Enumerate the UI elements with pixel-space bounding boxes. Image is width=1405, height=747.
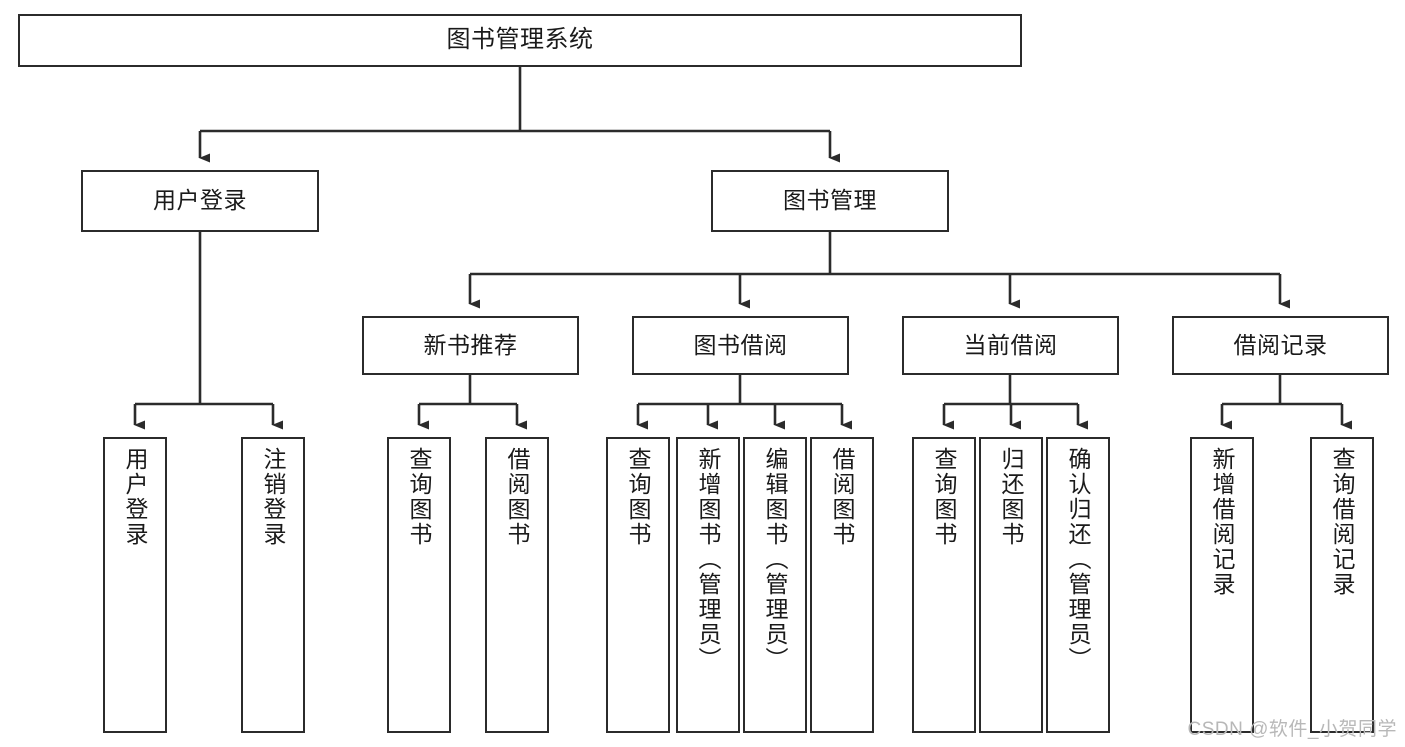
node-label: 新增借阅记录: [1209, 447, 1236, 597]
node-label: 用户登录: [122, 447, 149, 547]
leaf-query-book-borrow[interactable]: 查询图书: [606, 437, 670, 733]
leaf-query-book-recommend[interactable]: 查询图书: [387, 437, 451, 733]
node-label: 查询图书: [931, 447, 958, 547]
leaf-return-book[interactable]: 归还图书: [979, 437, 1043, 733]
node-label: 归还图书: [998, 447, 1025, 547]
node-label: 新增图书（管理员）: [695, 447, 722, 672]
node-label: 编辑图书（管理员）: [762, 447, 789, 672]
leaf-borrow-book-recommend[interactable]: 借阅图书: [485, 437, 549, 733]
node-label: 查询图书: [625, 447, 652, 547]
node-root-system[interactable]: 图书管理系统: [18, 14, 1022, 67]
node-label: 借阅图书: [829, 447, 856, 547]
node-label: 用户登录: [153, 187, 247, 214]
node-book-management[interactable]: 图书管理: [711, 170, 949, 232]
leaf-add-borrow-record[interactable]: 新增借阅记录: [1190, 437, 1254, 733]
node-current-borrow[interactable]: 当前借阅: [902, 316, 1119, 375]
node-user-login[interactable]: 用户登录: [81, 170, 319, 232]
node-label: 当前借阅: [963, 331, 1058, 358]
node-label: 注销登录: [260, 447, 287, 547]
node-label: 图书管理系统: [446, 26, 594, 54]
leaf-add-book-admin[interactable]: 新增图书（管理员）: [676, 437, 740, 733]
node-borrow-record[interactable]: 借阅记录: [1172, 316, 1389, 375]
node-label: 查询借阅记录: [1329, 447, 1356, 597]
node-book-borrow[interactable]: 图书借阅: [632, 316, 849, 375]
node-label: 图书借阅: [693, 331, 788, 358]
leaf-query-book-current[interactable]: 查询图书: [912, 437, 976, 733]
leaf-borrow-book[interactable]: 借阅图书: [810, 437, 874, 733]
leaf-logout-login[interactable]: 注销登录: [241, 437, 305, 733]
leaf-edit-book-admin[interactable]: 编辑图书（管理员）: [743, 437, 807, 733]
node-label: 新书推荐: [423, 331, 518, 358]
node-label: 借阅记录: [1233, 331, 1328, 358]
node-label: 借阅图书: [504, 447, 531, 547]
leaf-query-borrow-record[interactable]: 查询借阅记录: [1310, 437, 1374, 733]
node-new-book-recommend[interactable]: 新书推荐: [362, 316, 579, 375]
node-label: 查询图书: [406, 447, 433, 547]
node-label: 确认归还（管理员）: [1065, 447, 1092, 672]
node-label: 图书管理: [783, 187, 877, 214]
leaf-confirm-return-admin[interactable]: 确认归还（管理员）: [1046, 437, 1110, 733]
leaf-user-login[interactable]: 用户登录: [103, 437, 167, 733]
watermark-text: CSDN @软件_小贺同学: [1187, 719, 1397, 740]
